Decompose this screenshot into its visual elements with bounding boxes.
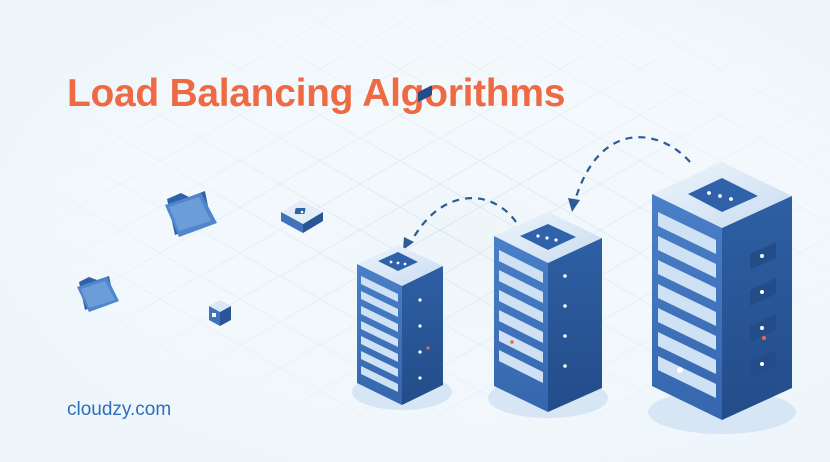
server-rack-icon: [488, 212, 608, 418]
curved-arrow-icon: [403, 197, 517, 250]
folder-icon: [77, 276, 119, 312]
brand-name: cloudzy.com: [67, 399, 172, 420]
server-rack-icon: [352, 85, 452, 410]
server-rack-icon: [648, 162, 796, 434]
cube-icon: [209, 300, 231, 326]
curved-arrow-icon: [568, 136, 691, 212]
page-title: Load Balancing Algorithms: [67, 72, 566, 115]
network-switch-icon: [281, 200, 323, 233]
folder-icon: [165, 191, 217, 237]
